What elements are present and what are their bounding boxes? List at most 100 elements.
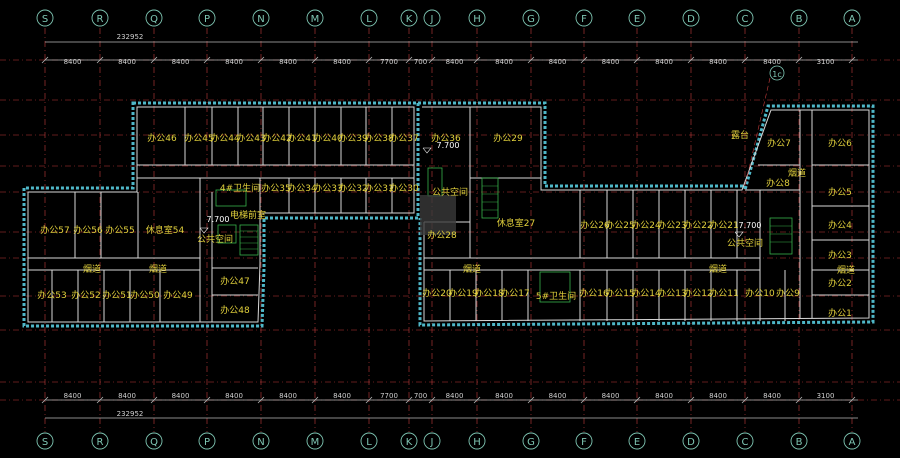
axis-label-J: J xyxy=(430,437,434,448)
room-label-flue_e2: 烟道 xyxy=(837,264,855,276)
room-label-flue_m: 烟道 xyxy=(709,263,727,275)
axis-bubble-B xyxy=(790,432,808,450)
bottom-dim-2: 8400 xyxy=(172,392,190,400)
room-label-lvl_w: 7.700 xyxy=(207,215,230,224)
axis-bubble-F xyxy=(575,9,593,27)
axis-label-G: G xyxy=(527,14,535,25)
axis-label-H: H xyxy=(473,14,481,25)
axis-label-G: G xyxy=(527,437,535,448)
elevator-shaft xyxy=(420,195,456,235)
axis-label-F: F xyxy=(581,437,587,448)
room-label-o14: 办公14 xyxy=(631,287,661,299)
axis-bubble-P xyxy=(198,432,216,450)
room-label-o42: 办公42 xyxy=(262,132,291,144)
top-dim-6: 7700 xyxy=(380,58,398,66)
room-label-terrace: 露台 xyxy=(731,129,749,141)
top-dim-11: 8400 xyxy=(602,58,620,66)
building-inner-walls xyxy=(27,106,870,323)
bottom-dim-10: 8400 xyxy=(549,392,567,400)
axis-label-M: M xyxy=(311,14,320,25)
axis-label-K: K xyxy=(406,14,413,25)
room-label-o56: 办公56 xyxy=(73,224,103,236)
room-label-o29: 办公29 xyxy=(493,132,523,144)
bottom-dim-15: 3100 xyxy=(817,392,835,400)
bottom-dim-1: 8400 xyxy=(118,392,136,400)
room-label-toilet5: 5#卫生间 xyxy=(536,290,576,302)
room-label-o35: 办公35 xyxy=(261,182,290,194)
axis-bubble-A xyxy=(843,9,861,27)
room-label-public_w: 公共空间 xyxy=(197,233,233,245)
bottom-dim-6: 7700 xyxy=(380,392,398,400)
room-label-o39: 办公39 xyxy=(338,132,368,144)
sub-axis-label: 1c xyxy=(772,70,782,79)
axis-bubble-S xyxy=(36,432,54,450)
room-label-o11: 办公11 xyxy=(709,287,738,299)
room-label-o18: 办公18 xyxy=(474,287,504,299)
room-label-o47: 办公47 xyxy=(220,275,249,287)
axis-bubble-D xyxy=(682,9,700,27)
room-label-o8: 办公8 xyxy=(766,177,790,189)
axis-bubble-N xyxy=(252,9,270,27)
room-label-public_e: 公共空间 xyxy=(727,237,763,249)
axis-bubble-J xyxy=(423,432,441,450)
axis-bubble-J xyxy=(423,9,441,27)
bottom-dim-14: 8400 xyxy=(763,392,781,400)
axis-bubble-D xyxy=(682,432,700,450)
axis-bubble-N xyxy=(252,432,270,450)
bottom-dim-4: 8400 xyxy=(279,392,297,400)
room-label-o45: 办公45 xyxy=(184,132,213,144)
axis-label-M: M xyxy=(311,437,320,448)
room-label-o49: 办公49 xyxy=(163,289,193,301)
axis-bubble-C xyxy=(736,9,754,27)
room-label-o40: 办公40 xyxy=(313,132,343,144)
axis-bubble-S xyxy=(36,9,54,27)
top-dim-9: 8400 xyxy=(495,58,513,66)
bottom-dim-11: 8400 xyxy=(602,392,620,400)
room-label-o23: 办公23 xyxy=(657,219,686,231)
axis-label-B: B xyxy=(796,437,803,448)
room-label-lounge27: 休息室27 xyxy=(497,217,535,229)
room-label-o22: 办公22 xyxy=(683,219,712,231)
axis-label-R: R xyxy=(97,14,104,25)
level-markers xyxy=(199,147,744,238)
room-label-o51: 办公51 xyxy=(102,289,131,301)
axis-bubble-R xyxy=(91,432,109,450)
room-label-public_c: 公共空间 xyxy=(432,186,468,198)
axis-label-H: H xyxy=(473,437,481,448)
room-label-o50: 办公50 xyxy=(130,289,160,301)
room-label-elev_front: 电梯前室 xyxy=(230,209,266,221)
axis-label-J: J xyxy=(430,14,434,25)
axis-label-R: R xyxy=(97,437,104,448)
axis-bubble-R xyxy=(91,9,109,27)
overall-dim-bottom: 232952 xyxy=(117,410,144,418)
bottom-dim-5: 8400 xyxy=(333,392,351,400)
axis-label-P: P xyxy=(204,14,210,25)
room-label-flue_w2: 烟道 xyxy=(149,263,167,275)
top-dim-4: 8400 xyxy=(279,58,297,66)
axis-label-D: D xyxy=(687,437,695,448)
room-label-o6: 办公6 xyxy=(828,137,852,149)
top-dim-15: 3100 xyxy=(817,58,835,66)
bottom-dim-12: 8400 xyxy=(655,392,673,400)
axis-label-D: D xyxy=(687,14,695,25)
room-label-o12: 办公12 xyxy=(683,287,712,299)
axis-bubble-Q xyxy=(145,9,163,27)
room-label-o38: 办公38 xyxy=(364,132,394,144)
top-dim-13: 8400 xyxy=(709,58,727,66)
room-label-o24: 办公24 xyxy=(631,219,661,231)
room-label-o32: 办公32 xyxy=(338,182,367,194)
room-label-o5: 办公5 xyxy=(828,186,852,198)
axis-bubble-G xyxy=(522,432,540,450)
overall-dim-top: 232952 xyxy=(117,33,144,41)
room-label-o36: 办公36 xyxy=(431,132,461,144)
room-label-o52: 办公52 xyxy=(71,289,100,301)
room-label-o15: 办公15 xyxy=(605,287,634,299)
axis-label-Q: Q xyxy=(150,14,158,25)
axis-bubble-M xyxy=(306,432,324,450)
axis-bubble-E xyxy=(628,432,646,450)
axis-bubble-A xyxy=(843,432,861,450)
room-label-o25: 办公25 xyxy=(605,219,634,231)
room-label-o34: 办公34 xyxy=(287,182,317,194)
